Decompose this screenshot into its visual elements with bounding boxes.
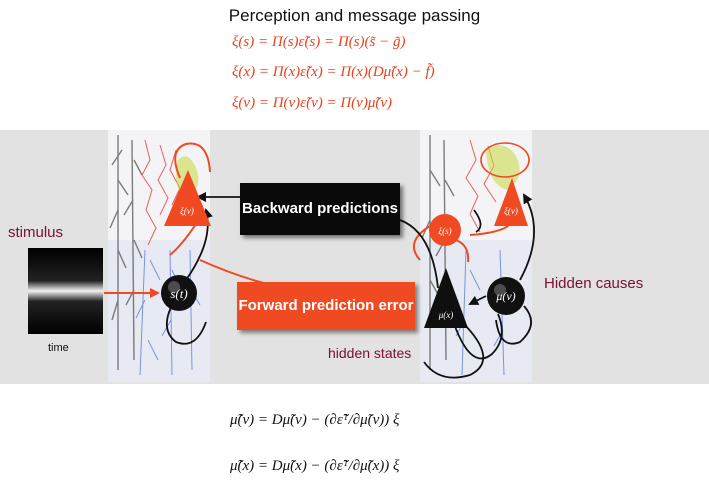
equation-mu-v-dot: μ̃̇(v) = Dμ̃(v) − (∂ε̃ᵀ/∂μ̃(v)) ξ xyxy=(230,412,400,428)
node-s-t-label: s(t) xyxy=(170,286,187,301)
node-s-t: s(t) xyxy=(161,275,197,311)
equation-xi-x: ξ(x) = Π(x)ε̃(x) = Π(x)(Dμ̃(x) − f̃) xyxy=(232,64,435,80)
stimulus-label: stimulus xyxy=(8,224,64,241)
hidden-causes-label: Hidden causes xyxy=(544,275,644,292)
backward-predictions-label: Backward predictions xyxy=(242,200,398,217)
equation-xi-v: ξ(v) = Π(v)ε̃(v) = Π(v)μ̃(v) xyxy=(232,95,393,111)
backward-prediction-arrows xyxy=(166,192,535,379)
node-mu-v-label: μ(v) xyxy=(495,289,515,303)
stimulus-image xyxy=(28,248,103,334)
equation-xi-s: ξ(s) = Π(s)ε̃(s) = Π(s)(s̃ − g̃) xyxy=(232,34,406,50)
node-xi-s: ξ(s) xyxy=(429,214,461,246)
hidden-states-label: hidden states xyxy=(328,345,412,361)
diagram-title: Perception and message passing xyxy=(228,6,481,25)
forward-prediction-error-label: Forward prediction error xyxy=(238,297,414,314)
time-label: time xyxy=(48,342,69,354)
node-mu-x: μ(x) xyxy=(424,268,468,328)
node-xi-v-right-label: ξ(v) xyxy=(504,206,518,216)
left-cortical-column xyxy=(108,130,210,382)
forward-prediction-error-box: Forward prediction error xyxy=(237,282,415,330)
node-xi-v-right: ξ(v) xyxy=(494,178,528,226)
node-xi-v-left-label: ξ(v) xyxy=(180,206,194,216)
backward-predictions-box: Backward predictions xyxy=(240,183,400,235)
node-xi-v-left: ξ(v) xyxy=(164,170,211,226)
node-xi-s-label: ξ(s) xyxy=(438,226,451,236)
equation-mu-x-dot: μ̃̇(x) = Dμ̃(x) − (∂ε̃ᵀ/∂μ̃(x)) ξ xyxy=(230,458,400,474)
message-passing-graphic: s(t) ξ(v) ξ(s) ξ(v) μ(x) μ(v) xyxy=(28,130,535,382)
node-mu-v: μ(v) xyxy=(487,277,525,315)
node-mu-x-label: μ(x) xyxy=(438,310,454,320)
right-cortical-column xyxy=(420,130,532,382)
